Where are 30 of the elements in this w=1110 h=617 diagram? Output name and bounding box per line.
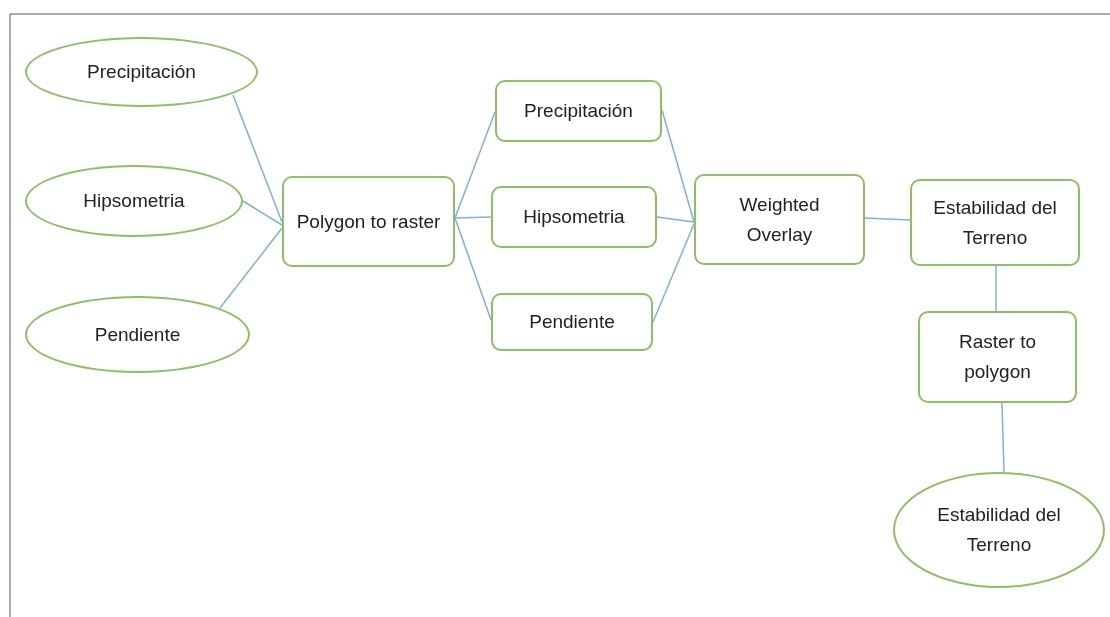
process-box (282, 176, 455, 267)
node-label: Polygon to raster (296, 209, 441, 234)
process-box (918, 311, 1077, 403)
connector-line (242, 200, 283, 226)
node-label: Precipitación (524, 99, 633, 123)
process-box (910, 179, 1080, 266)
connector-line (661, 109, 695, 223)
node-label: Estabilidad del Terreno (932, 195, 1058, 250)
node-label: Hipsometria (83, 189, 185, 213)
process-box (491, 186, 657, 248)
connector-line (652, 223, 695, 323)
connector-line (454, 111, 496, 219)
node-label: Pendiente (529, 310, 615, 334)
connector-line (219, 227, 283, 309)
process-box (694, 174, 865, 265)
connector-line (864, 217, 911, 221)
process-box (491, 293, 653, 351)
connector-line (454, 217, 492, 321)
node-label: Precipitación (87, 60, 196, 84)
process-box (495, 80, 662, 142)
connector-line (232, 94, 283, 223)
connector-line (656, 216, 695, 223)
node-label: Pendiente (94, 322, 181, 347)
node-label: Estabilidad del Terreno (936, 503, 1062, 557)
connector-line (454, 216, 492, 219)
connector-line (1001, 402, 1005, 473)
node-label: Raster to polygon (957, 330, 1038, 384)
node-label: Weighted Overlay (738, 192, 821, 247)
node-label: Hipsometria (523, 205, 625, 229)
connector-line (995, 265, 997, 312)
